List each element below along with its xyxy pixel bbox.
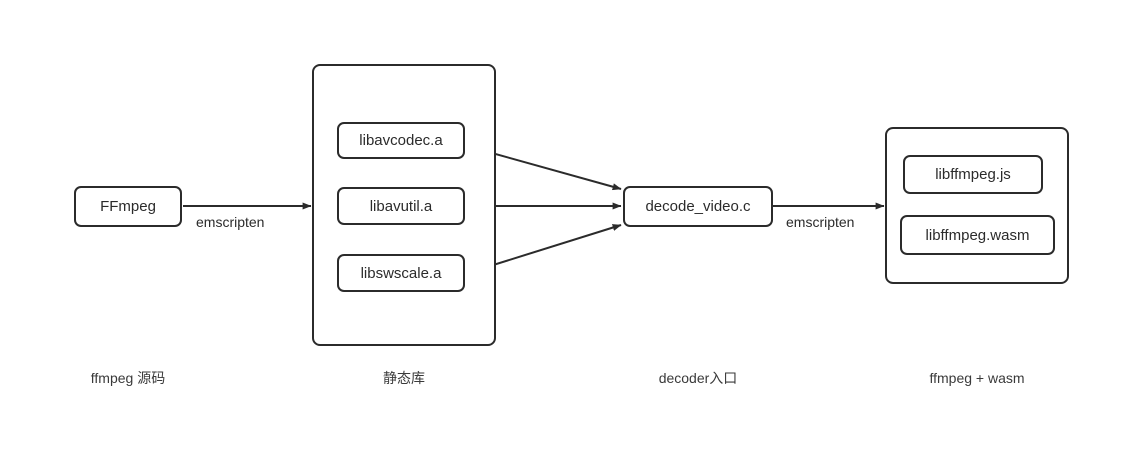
node-ffmpeg-source-label: FFmpeg <box>100 198 156 215</box>
edge-label-emscripten-build: emscripten <box>196 214 265 230</box>
node-libffmpeg-wasm-label: libffmpeg.wasm <box>925 226 1030 244</box>
node-ffmpeg-source[interactable]: FFmpeg <box>74 186 182 227</box>
caption-ffmpeg-source: ffmpeg 源码 <box>90 370 166 386</box>
node-libffmpeg-js-label: libffmpeg.js <box>935 166 1011 183</box>
node-libffmpeg-wasm[interactable]: libffmpeg.wasm <box>900 215 1055 255</box>
edge-libavcodec-to-decoder <box>473 147 622 191</box>
node-libavutil[interactable]: libavutil.a <box>337 187 465 225</box>
node-libffmpeg-js[interactable]: libffmpeg.js <box>903 155 1043 194</box>
caption-decoder-entry: decoder入口 <box>658 370 738 386</box>
caption-static-library: 静态库 <box>383 370 425 386</box>
node-libswscale[interactable]: libswscale.a <box>337 254 465 292</box>
node-libavcodec[interactable]: libavcodec.a <box>337 122 465 159</box>
node-decode-video-label: decode_video.c <box>645 198 751 215</box>
node-libavcodec-label: libavcodec.a <box>359 132 443 149</box>
edge-label-emscripten-link: emscripten <box>786 214 855 230</box>
node-decode-video[interactable]: decode_video.c <box>623 186 773 227</box>
node-libavutil-label: libavutil.a <box>369 197 433 215</box>
edge-libswscale-to-decoder <box>473 224 622 272</box>
node-libswscale-label: libswscale.a <box>360 264 442 282</box>
group-wasm-outputs <box>885 127 1069 284</box>
caption-ffmpeg-wasm: ffmpeg + wasm <box>929 370 1025 386</box>
